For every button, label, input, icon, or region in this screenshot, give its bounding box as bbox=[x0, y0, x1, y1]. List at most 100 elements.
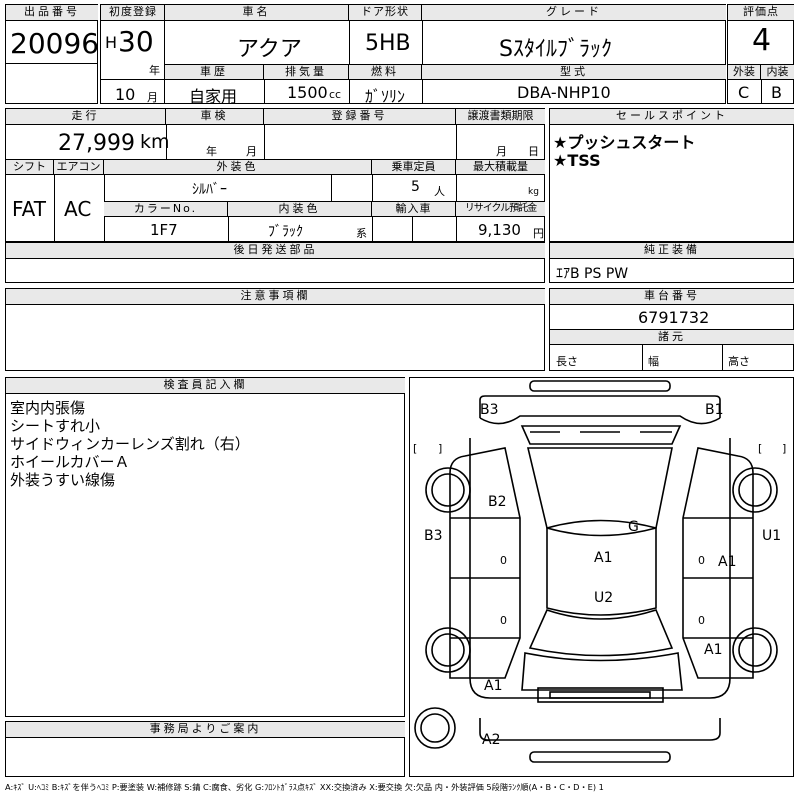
transfer-month: 月 bbox=[496, 145, 507, 158]
later-parts-box: 後日発送部品 bbox=[5, 242, 545, 283]
damage-mark: B1 bbox=[705, 402, 724, 418]
shift-label: シフト bbox=[6, 159, 54, 175]
damage-mark: B3 bbox=[480, 402, 499, 418]
damage-mark: U1 bbox=[762, 528, 781, 544]
ext-score: C bbox=[738, 83, 750, 102]
notes-box: 注意事項欄 bbox=[5, 288, 545, 371]
import-label: 輸入車 bbox=[372, 201, 456, 217]
inspector-note: サイドウィンカーレンズ割れ（右） bbox=[10, 435, 250, 453]
damage-mark: A1 bbox=[594, 550, 612, 566]
legend: A:ｷｽﾞ U:ﾍｺﾐ B:ｷｽﾞを伴うﾍｺﾐ P:要塗装 W:補修跡 S:錆 … bbox=[5, 782, 604, 792]
office-label: 事務局よりご案内 bbox=[6, 722, 405, 738]
recycle-label: リサイクル預託金 bbox=[456, 201, 545, 217]
transfer-day: 日 bbox=[528, 145, 539, 158]
history: 自家用 bbox=[189, 87, 238, 106]
damage-mark: U2 bbox=[594, 590, 613, 606]
ac-label: エアコン bbox=[54, 159, 104, 175]
later-parts-label: 後日発送部品 bbox=[6, 243, 545, 259]
car-outline: B3 B1 B2 G B3 U1 A1 A1 U2 A1 A1 A2 0 0 0… bbox=[413, 380, 786, 763]
sales-label: セールスポイント bbox=[550, 109, 794, 125]
spec-width: 幅 bbox=[648, 355, 659, 368]
int-score: B bbox=[771, 83, 782, 102]
inspector-box: 検査員記入欄 室内内張傷 シートすれ小 サイドウィンカーレンズ割れ（右） ホイー… bbox=[5, 377, 405, 717]
lot-number: 20096 bbox=[10, 27, 100, 60]
shift: FAT bbox=[12, 197, 47, 221]
door-label: ドア形状 bbox=[349, 5, 422, 21]
displacement: 1500 bbox=[287, 83, 328, 102]
genuine-equipment-box: 純正装備 ｴｱB PS PW bbox=[549, 242, 794, 283]
bracket-mark: ] bbox=[782, 442, 786, 455]
inspector-note: ホイールカバーＡ bbox=[10, 453, 130, 471]
recycle-fee: 9,130 bbox=[478, 221, 521, 239]
load-label: 最大積載量 bbox=[456, 159, 545, 175]
spec-height: 高さ bbox=[728, 355, 750, 368]
ext-label: 外装 bbox=[728, 64, 761, 80]
color-no: 1F7 bbox=[150, 221, 178, 239]
year-unit: 年 bbox=[149, 64, 160, 77]
damage-mark: G bbox=[628, 519, 639, 535]
capacity-unit: 人 bbox=[434, 185, 445, 198]
damage-mark: B2 bbox=[488, 494, 507, 510]
history-label: 車歴 bbox=[165, 64, 264, 80]
displacement-unit: cc bbox=[329, 88, 342, 101]
mileage-label: 走行 bbox=[6, 109, 166, 125]
reg-year: 30 bbox=[118, 25, 154, 58]
sales-item: ★TSS bbox=[553, 151, 601, 170]
chassis-box: 車台番号 6791732 諸元 長さ 幅 高さ bbox=[549, 288, 794, 371]
reg-number-label: 登録番号 bbox=[264, 109, 456, 125]
lot-box: 出品番号 20096 bbox=[5, 4, 100, 104]
name-label: 車名 bbox=[165, 5, 349, 21]
grade: Sｽﾀｲﾙﾌﾞﾗｯｸ bbox=[499, 37, 612, 62]
reg-month: 10 bbox=[115, 85, 136, 104]
notes-label: 注意事項欄 bbox=[6, 289, 545, 305]
detail-box: 走行 車検 登録番号 譲渡書類期限 27,999 km 年 月 月 日 シフト … bbox=[5, 108, 545, 243]
model-code: DBA-NHP10 bbox=[517, 83, 611, 102]
grade-label: グレード bbox=[422, 5, 726, 21]
zero-mark: 0 bbox=[500, 614, 507, 627]
capacity: 5 bbox=[411, 179, 420, 195]
bracket-mark: [ bbox=[413, 442, 417, 455]
sales-point-box: セールスポイント ★プッシュスタート ★TSS bbox=[549, 108, 794, 242]
damage-mark: A1 bbox=[718, 554, 736, 570]
sales-item: ★プッシュスタート bbox=[553, 133, 696, 152]
genuine-equipment: ｴｱB PS PW bbox=[556, 266, 629, 282]
inspector-note: シートすれ小 bbox=[10, 417, 101, 435]
inspection-year-unit: 年 bbox=[206, 145, 217, 158]
first-registration-box: 初度登録 H 30 年 10 月 bbox=[100, 4, 165, 104]
chassis-number: 6791732 bbox=[638, 308, 710, 327]
inspection-label: 車検 bbox=[166, 109, 264, 125]
lot-label: 出品番号 bbox=[6, 5, 98, 21]
fuel-label: 燃料 bbox=[349, 64, 422, 80]
specs-label: 諸元 bbox=[550, 329, 794, 345]
damage-mark: B3 bbox=[424, 528, 443, 544]
bracket-mark: ] bbox=[438, 442, 442, 455]
name-box: 車名 ドア形状 グレード アクア 5HB Sｽﾀｲﾙﾌﾞﾗｯｸ 車歴 排気量 燃… bbox=[164, 4, 726, 106]
bracket-mark: [ bbox=[758, 442, 762, 455]
car-name: アクア bbox=[237, 37, 302, 62]
damage-mark: A1 bbox=[704, 642, 722, 658]
month-unit: 月 bbox=[147, 91, 158, 104]
recycle-unit: 円 bbox=[533, 227, 544, 240]
zero-mark: 0 bbox=[500, 554, 507, 567]
ext-color-label: 外装色 bbox=[104, 159, 372, 175]
office-box: 事務局よりご案内 bbox=[5, 721, 405, 777]
car-damage-diagram: B3 B1 B2 G B3 U1 A1 A1 U2 A1 A1 A2 0 0 0… bbox=[409, 377, 794, 777]
spec-length: 長さ bbox=[556, 355, 578, 368]
displacement-label: 排気量 bbox=[264, 64, 349, 80]
zero-mark: 0 bbox=[698, 614, 705, 627]
color-no-label: カラーNo. bbox=[104, 201, 228, 217]
inspection-month-unit: 月 bbox=[246, 145, 257, 158]
mileage-unit: km bbox=[140, 131, 170, 153]
score-box: 評価点 4 外装 内装 C B bbox=[727, 4, 794, 104]
int-color-label: 内装色 bbox=[228, 201, 372, 217]
int-color: ﾌﾞﾗｯｸ bbox=[268, 224, 303, 240]
zero-mark: 0 bbox=[698, 554, 705, 567]
score: 4 bbox=[752, 23, 772, 58]
genuine-label: 純正装備 bbox=[550, 243, 794, 259]
first-reg-label: 初度登録 bbox=[101, 5, 165, 21]
capacity-label: 乗車定員 bbox=[372, 159, 456, 175]
int-label: 内装 bbox=[761, 64, 794, 80]
inspector-label: 検査員記入欄 bbox=[6, 378, 405, 394]
ac: AC bbox=[64, 197, 92, 221]
score-label: 評価点 bbox=[728, 5, 794, 21]
